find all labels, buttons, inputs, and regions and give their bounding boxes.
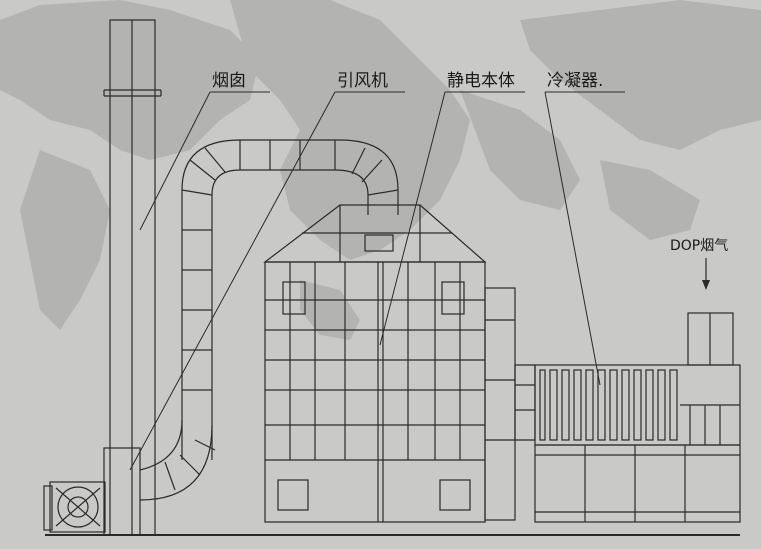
label-esp-body: 静电本体 xyxy=(447,71,515,91)
induced-draft-fan xyxy=(43,481,106,533)
transition-duct xyxy=(514,364,536,441)
esp-body xyxy=(263,204,516,523)
chimney xyxy=(103,19,162,536)
label-condenser: 冷凝器. xyxy=(547,71,603,91)
leader-condenser xyxy=(544,91,601,386)
leader-lines xyxy=(129,91,625,471)
dop-inlet xyxy=(687,258,734,366)
label-dop-gas: DOP烟气 xyxy=(670,238,728,254)
condenser xyxy=(534,364,741,523)
label-chimney: 烟囱 xyxy=(212,71,246,91)
world-map-background xyxy=(0,0,761,340)
diagram-lines xyxy=(43,19,741,536)
leader-esp xyxy=(379,91,446,346)
connecting-duct xyxy=(139,139,399,501)
leader-chimney xyxy=(139,91,211,231)
label-fan: 引风机 xyxy=(337,71,388,91)
leader-fan xyxy=(129,91,336,471)
